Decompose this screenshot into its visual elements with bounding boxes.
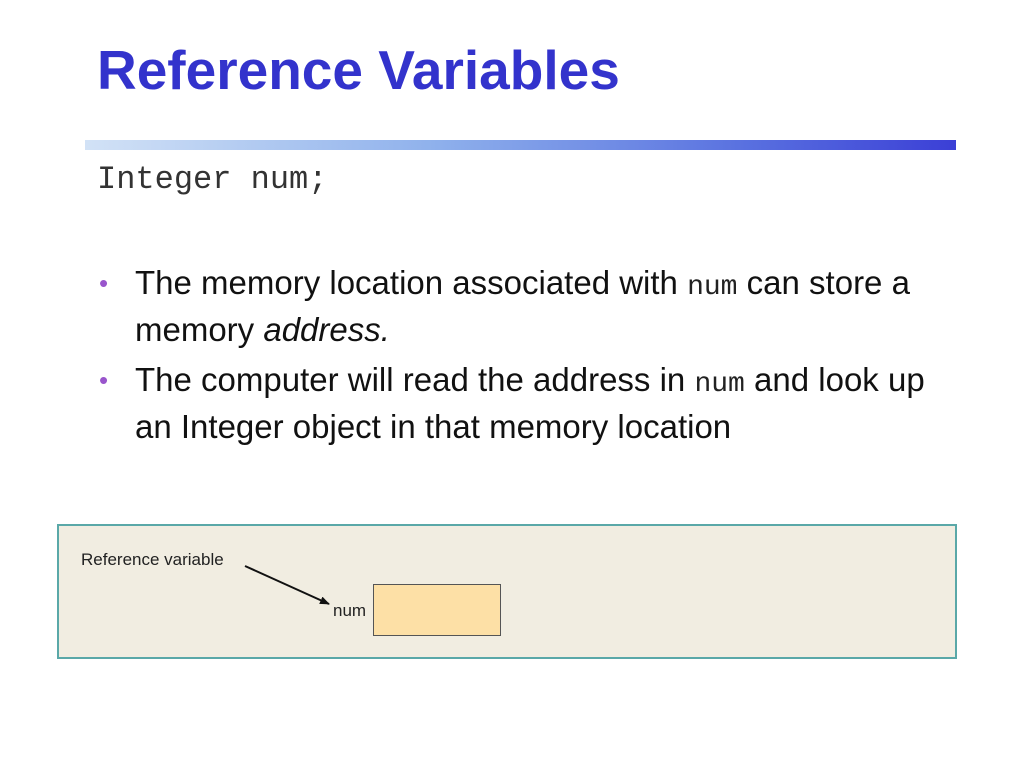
reference-variable-figure: Reference variable num	[57, 524, 957, 659]
code-declaration: Integer num;	[97, 161, 328, 198]
figure-label: Reference variable	[81, 550, 224, 569]
inline-code: num	[694, 369, 745, 400]
bullet-text: can store a memory	[135, 264, 910, 348]
bullet-item: • The computer will read the address in …	[95, 359, 965, 448]
figure-variable-name: num	[333, 601, 367, 620]
memory-cell-box	[373, 584, 501, 636]
emphasized-text: address.	[263, 311, 390, 348]
slide-title: Reference Variables	[97, 39, 620, 101]
pointer-arrow-icon	[244, 565, 330, 605]
bullet-dot-icon: •	[99, 365, 109, 395]
bullet-list: • The memory location associated with nu…	[95, 262, 965, 456]
title-divider	[85, 140, 956, 150]
inline-code: num	[687, 272, 738, 303]
bullet-text: The computer will read the address in	[135, 361, 695, 398]
bullet-text: and look up an Integer object in that me…	[135, 361, 925, 445]
bullet-text: The memory location associated with	[135, 264, 688, 301]
bullet-dot-icon: •	[99, 268, 109, 298]
bullet-item: • The memory location associated with nu…	[95, 262, 965, 351]
